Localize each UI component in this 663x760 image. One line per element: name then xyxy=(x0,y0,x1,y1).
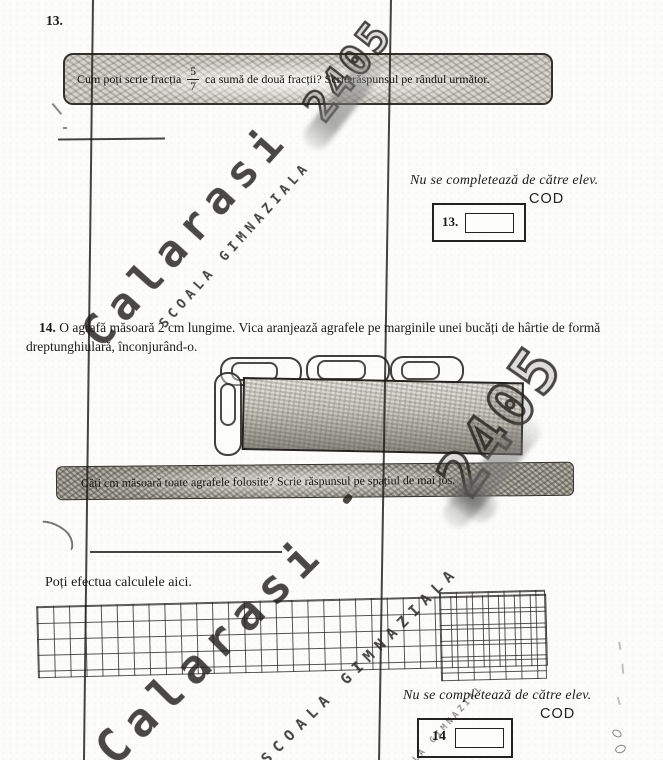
admin13-note: Nu se completează de către elev. xyxy=(410,173,599,188)
scan-artifact xyxy=(621,663,625,674)
admin13-code-slot xyxy=(465,213,514,233)
calc-hint-text: Poți efectua calculele aici. xyxy=(45,575,192,590)
fraction-numerator: 5 xyxy=(187,66,200,80)
admin13-cod-label: COD xyxy=(529,191,565,207)
admin13-box-number: 13. xyxy=(442,214,459,229)
admin14-code-box: 14 xyxy=(417,718,513,758)
q13-answer-line xyxy=(57,137,166,141)
q13-prompt-before: Cum poți scrie fracția xyxy=(77,71,182,86)
paperclip-inner-loop xyxy=(220,383,236,426)
paperclip-inner-loop xyxy=(317,360,366,380)
question-14-statement: 14. O agrafă măsoară 2 cm lungime. Vica … xyxy=(26,318,646,356)
scan-artifact xyxy=(63,127,67,129)
admin14-cod-label: COD xyxy=(540,706,576,722)
admin14-note: Nu se completează de către elev. xyxy=(403,688,592,703)
admin14-code-slot xyxy=(455,728,504,748)
fraction-five-sevenths: 5 7 xyxy=(187,66,200,93)
question-14-text: O agrafă măsoară 2 cm lungime. Vica aran… xyxy=(26,320,601,354)
scan-artifact xyxy=(610,727,624,740)
question-14-number: 14. xyxy=(39,320,56,335)
paperclip-icon-vertical xyxy=(214,372,242,456)
question-13-number: 13. xyxy=(46,13,63,28)
q14-answer-line xyxy=(90,551,282,553)
calculation-grid-right xyxy=(438,589,548,682)
scan-artifact xyxy=(617,696,621,705)
paperclip-inner-loop xyxy=(401,361,440,380)
admin13-code-box: 13. xyxy=(432,203,526,242)
question-13-prompt-band: Cum poți scrie fracția 5 7 ca sumă de do… xyxy=(63,53,553,105)
q14-band-text: Câți cm măsoară toate agrafele folosite?… xyxy=(80,472,456,490)
pen-scribble xyxy=(29,510,81,558)
scan-artifact xyxy=(51,102,63,115)
admin14-box-number: 14 xyxy=(432,729,446,744)
scan-artifact xyxy=(618,641,622,650)
scan-artifact xyxy=(613,743,628,755)
fraction-denominator: 7 xyxy=(190,80,197,93)
